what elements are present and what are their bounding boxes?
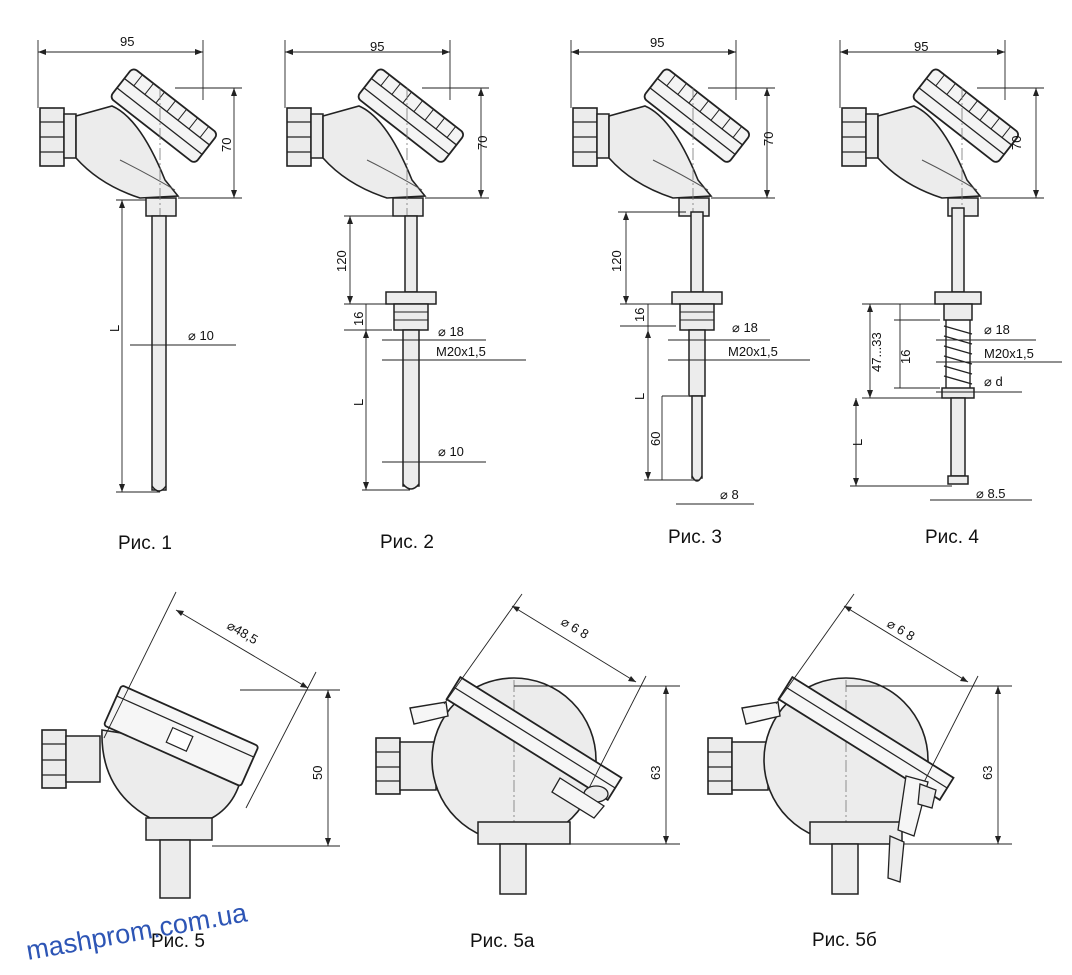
fig4-width-label: 95 xyxy=(914,39,928,54)
fig2-dia18-label: ⌀ 18 xyxy=(438,324,464,339)
fig2-thread-label: M20x1,5 xyxy=(436,344,486,359)
fig3-nut-label: 16 xyxy=(632,308,647,322)
fig1-width-label: 95 xyxy=(120,34,134,49)
fig3-caption: Рис. 3 xyxy=(668,527,722,548)
fig3-diameter-label: ⌀ 8 xyxy=(720,487,739,502)
fig4-dd-label: ⌀ d xyxy=(984,374,1003,389)
figure-1 xyxy=(37,39,243,493)
figure-2 xyxy=(284,39,526,491)
fig3-length-label: L xyxy=(632,393,647,400)
fig1-caption: Рис. 1 xyxy=(118,533,172,554)
fig1-diameter-label: ⌀ 10 xyxy=(188,328,214,343)
fig2-upper-length-label: 120 xyxy=(334,250,349,272)
fig4-nut-label: 16 xyxy=(898,350,913,364)
fig3-width-label: 95 xyxy=(650,35,664,50)
fig5b-caption: Рис. 5б xyxy=(812,930,877,951)
fig4-thread-label: M20x1,5 xyxy=(984,346,1034,361)
fig2-nut-label: 16 xyxy=(351,312,366,326)
fig4-range-label: 47...33 xyxy=(869,332,884,372)
fig2-caption: Рис. 2 xyxy=(380,532,434,553)
fig4-height-label: 70 xyxy=(1009,136,1024,150)
figure-5 xyxy=(41,591,341,899)
watermark-text: mashprom.com.ua xyxy=(24,897,250,966)
figure-4 xyxy=(839,39,1062,501)
fig5a-height-label: 63 xyxy=(648,766,663,780)
fig5-caption: Рис. 5 xyxy=(151,931,205,952)
fig5-height-label: 50 xyxy=(310,766,325,780)
fig2-diameter-label: ⌀ 10 xyxy=(438,444,464,459)
fig2-height-label: 70 xyxy=(475,136,490,150)
fig4-caption: Рис. 4 xyxy=(925,527,979,548)
figure-5a xyxy=(375,593,681,895)
figure-3 xyxy=(570,39,810,505)
fig3-thread-label: M20x1,5 xyxy=(728,344,778,359)
fig5b-diameter-label: ⌀ 6 8 xyxy=(884,616,917,644)
fig4-dia18-label: ⌀ 18 xyxy=(984,322,1010,337)
fig4-diameter-label: ⌀ 8.5 xyxy=(976,486,1006,501)
fig5-diameter-label: ⌀48,5 xyxy=(225,618,261,648)
fig5a-caption: Рис. 5а xyxy=(470,931,535,952)
fig5b-height-label: 63 xyxy=(980,766,995,780)
fig3-upper-length-label: 120 xyxy=(609,250,624,272)
fig3-tip-length-label: 60 xyxy=(648,432,663,446)
figure-5b xyxy=(707,593,1013,895)
fig2-length-label: L xyxy=(351,399,366,406)
fig2-width-label: 95 xyxy=(370,39,384,54)
fig1-height-label: 70 xyxy=(219,138,234,152)
fig4-length-label: L xyxy=(850,439,865,446)
fig1-length-label: L xyxy=(107,325,122,332)
fig3-height-label: 70 xyxy=(761,132,776,146)
fig3-dia18-label: ⌀ 18 xyxy=(732,320,758,335)
